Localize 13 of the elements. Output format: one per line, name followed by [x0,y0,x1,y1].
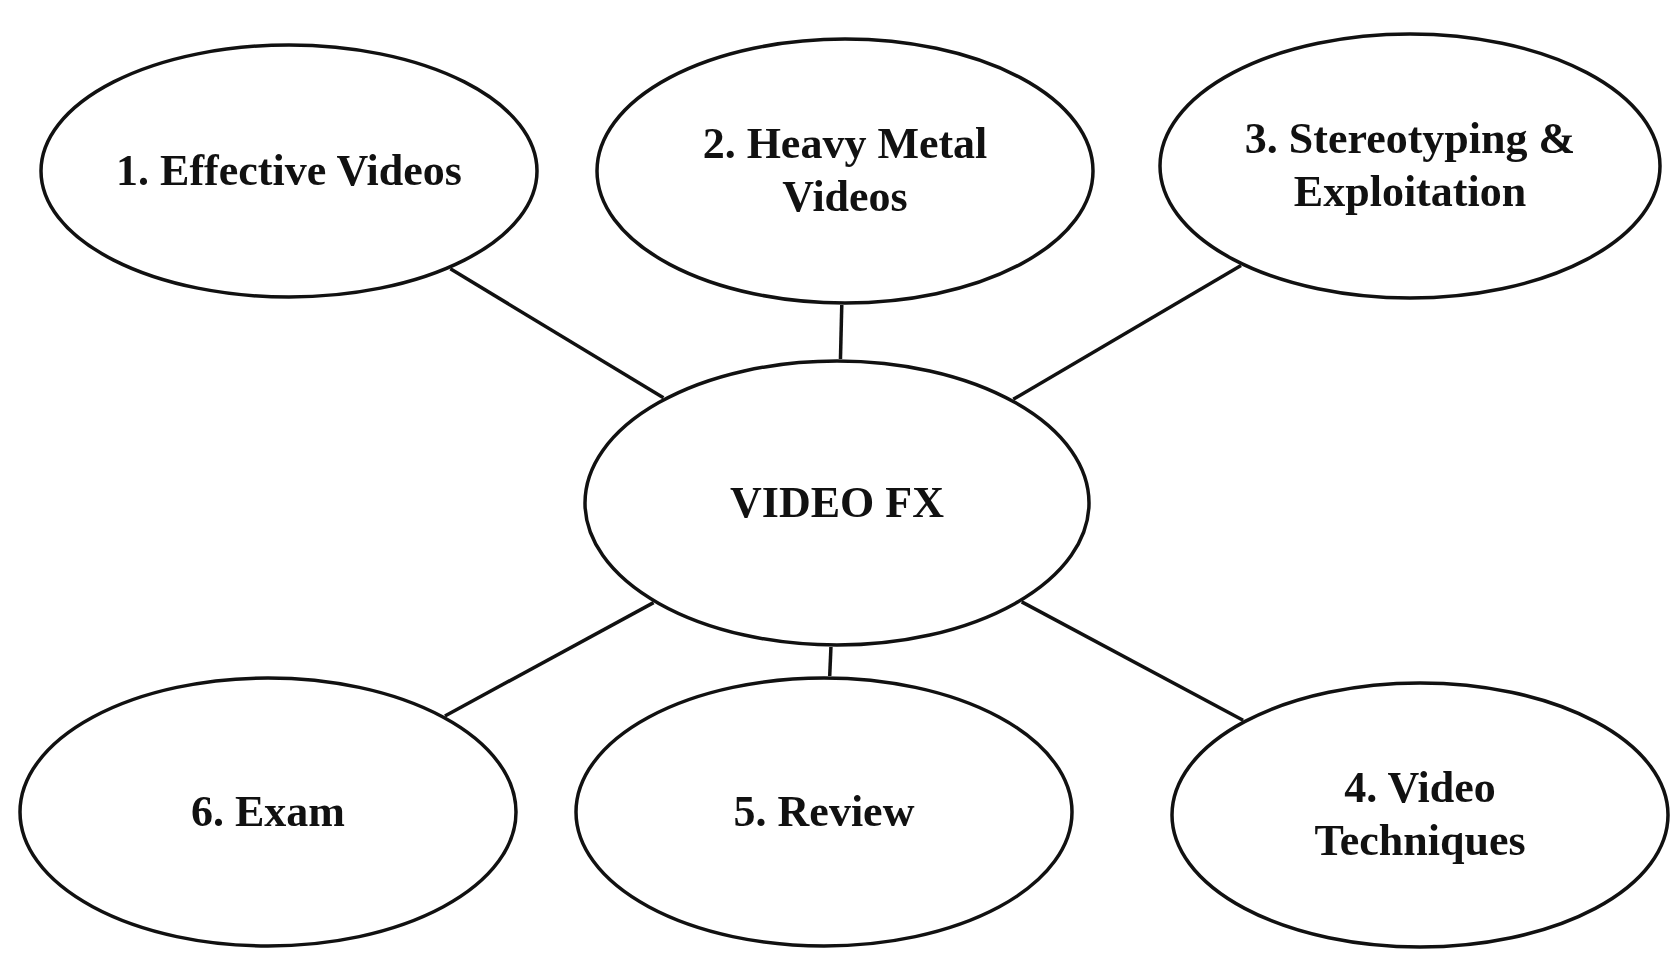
connector-line [838,304,844,360]
connector-line [444,601,655,718]
topic-label: 6. Exam [190,785,346,838]
connector-line [1012,263,1242,401]
topic-label: 3. Stereotyping & Exploitation [1243,113,1577,218]
topic-label: 5. Review [732,785,916,838]
topic-label: 1. Effective Videos [115,144,463,197]
connector-line [827,646,833,677]
topic-label: 4. Video Techniques [1313,762,1527,867]
connector-line [449,267,665,400]
connector-line [1020,600,1244,722]
topic-label: 2. Heavy Metal Videos [701,118,989,223]
topic-label: VIDEO FX [729,476,945,529]
